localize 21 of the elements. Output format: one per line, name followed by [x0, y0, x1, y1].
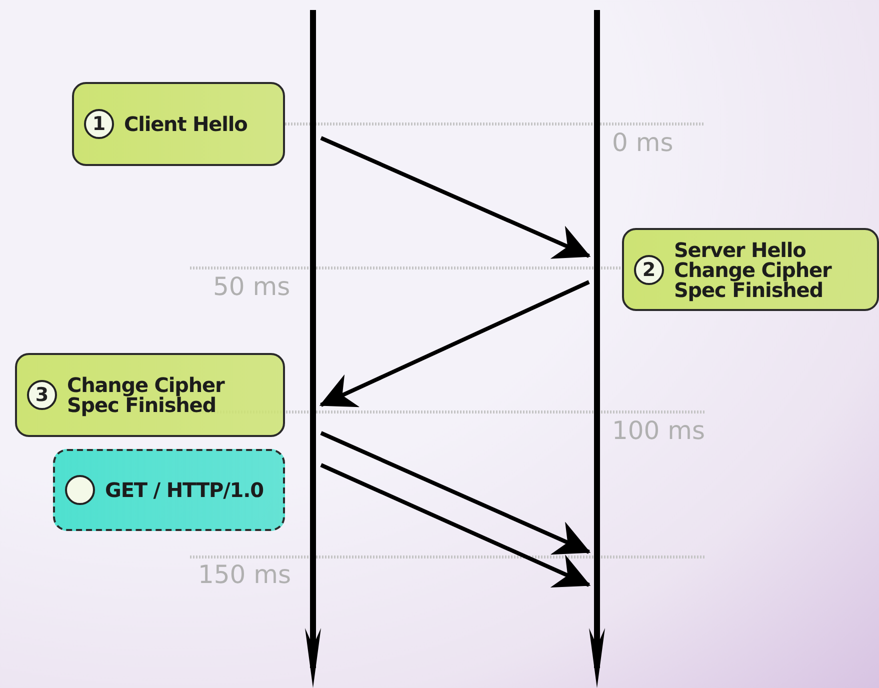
message-box [15, 353, 285, 437]
message-arrow [320, 463, 591, 588]
step-number: 3 [27, 380, 57, 410]
message-box [622, 228, 879, 311]
message-text: Change Cipher Spec Finished [67, 375, 226, 415]
message-text: Server Hello Change Cipher Spec Finished [674, 240, 833, 300]
time-label: 50 ms [213, 272, 290, 301]
message-arrow [320, 136, 591, 259]
message-text: Client Hello [124, 114, 248, 134]
time-label: 100 ms [612, 416, 706, 445]
time-label: 0 ms [612, 128, 674, 157]
timeline-arrow [589, 10, 605, 688]
message-arrow [320, 431, 591, 555]
time-label: 150 ms [198, 560, 292, 589]
message-text: GET / HTTP/1.0 [105, 480, 264, 500]
step-number: 1 [84, 109, 114, 139]
step-number: 2 [634, 254, 664, 284]
message-box [53, 449, 285, 531]
timeline-arrow [305, 10, 321, 688]
message-box [72, 82, 285, 166]
message-arrow [319, 280, 590, 408]
